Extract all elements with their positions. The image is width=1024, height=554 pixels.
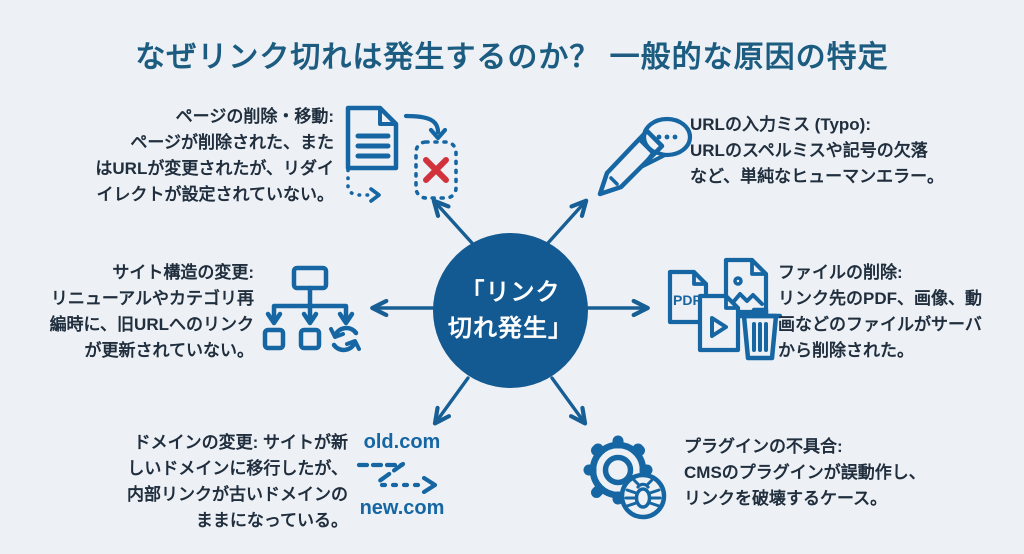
arrow-to-url-typo [546, 198, 589, 245]
cause-line: CMSのプラグインが誤動作し、 [684, 463, 926, 482]
cause-label: サイト構造の変更: [112, 263, 254, 282]
gear-bug-icon [583, 435, 667, 520]
cause-line: 編時に、旧URLへのリンク [49, 315, 254, 334]
cause-label: プラグインの不具合: [684, 437, 843, 456]
cause-url-typo: URLの入力ミス (Typo): URLのスペルミスや記号の欠落 など、単純なヒ… [690, 112, 980, 190]
document-move-icon [345, 105, 458, 203]
cause-line: URLのスペルミスや記号の欠落 [690, 141, 928, 160]
cause-plugin-malfunction: プラグインの不具合: CMSのプラグインが誤動作し、 リンクを破壊するケース。 [684, 434, 984, 512]
domain-change-icon: old.com new.com [350, 430, 454, 520]
cause-line: リニューアルやカテゴリ再 [50, 289, 254, 308]
page-title: なぜリンク切れは発生するのか？ 一般的な原因の特定 [135, 41, 889, 74]
sitemap-refresh-icon [262, 265, 361, 353]
cause-label: ドメインの変更: [133, 433, 259, 452]
arrow-to-plugin [550, 376, 588, 426]
cause-domain-change: ドメインの変更: サイトが新 しいドメインに移行したが、 内部リンクが古いドメイ… [88, 430, 348, 534]
cause-line: リンク先のPDF、画像、動 [778, 289, 982, 308]
cause-line: しいドメインに移行したが、 [127, 459, 348, 478]
center-node-line2: 切れ発生」 [448, 314, 573, 342]
cause-file-deletion: ファイルの削除: リンク先のPDF、画像、動 画などのファイルがサーバ から削除… [778, 260, 998, 364]
cause-line: 画などのファイルがサーバ [778, 315, 982, 334]
pencil-speech-icon [597, 116, 693, 197]
cause-line: イレクトが設定されていない。 [96, 185, 335, 204]
old-domain-label: old.com [363, 431, 441, 453]
cause-line: など、単純なヒューマンエラー。 [690, 167, 944, 186]
arrow-to-domain-change [432, 376, 470, 426]
cause-label: ページの削除・移動: [175, 107, 334, 126]
new-domain-label: new.com [359, 497, 445, 519]
zigzag-arrow-icon [356, 461, 438, 494]
cause-line: リンクを破壊するケース。 [684, 489, 888, 508]
pdf-badge: PDF [673, 292, 701, 308]
cause-line: 内部リンクが古いドメインの [127, 485, 348, 504]
center-node-line1: 「リンク [460, 278, 561, 306]
cause-line: が更新されていない。 [84, 341, 255, 360]
arrow-to-page-deletion [431, 198, 474, 245]
cause-line: はURLが変更されたが、リダイ [95, 159, 334, 178]
cause-label: ファイルの削除: [778, 263, 903, 282]
cause-line: サイトが新 [258, 433, 348, 452]
cause-line: ページが削除された、また [130, 133, 334, 152]
cause-label: URLの入力ミス (Typo): [690, 115, 871, 134]
cause-line: から削除された。 [778, 341, 914, 360]
cause-line: ままになっている。 [195, 511, 348, 530]
cause-page-deletion: ページの削除・移動: ページが削除された、また はURLが変更されたが、リダイ … [86, 104, 334, 208]
files-trash-icon: PDF [667, 257, 782, 361]
center-node: 「リンク 切れ発生」 [433, 233, 588, 388]
cause-site-structure: サイト構造の変更: リニューアルやカテゴリ再 編時に、旧URLへのリンク が更新… [24, 260, 254, 364]
